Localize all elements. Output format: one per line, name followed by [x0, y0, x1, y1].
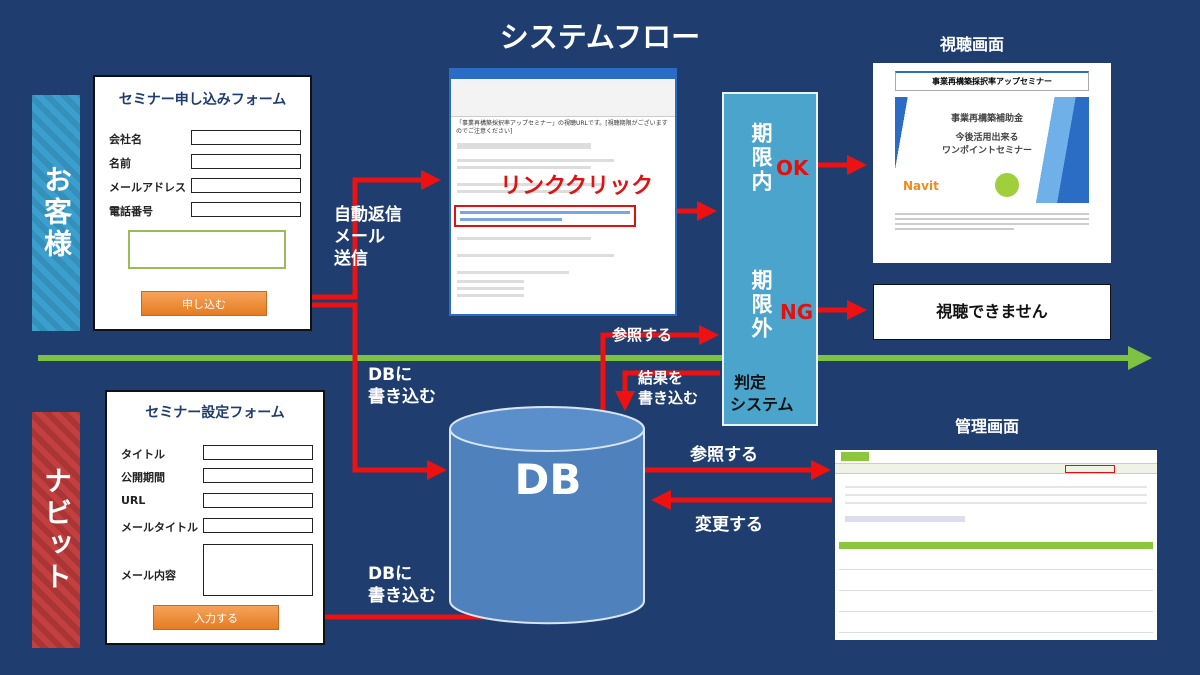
email-link[interactable] [454, 205, 636, 227]
field-label: 電話番号 [109, 205, 153, 218]
judge-system-label: 判定システム [730, 373, 794, 414]
refer-label-2: 参照する [690, 445, 758, 465]
submit-button[interactable]: 入力する [153, 605, 279, 630]
link-click-label: リンククリック [500, 174, 654, 199]
field-label: メールアドレス [109, 181, 186, 194]
field-label: メールタイトル [121, 521, 198, 534]
in-period-label: 期限内 [749, 122, 773, 194]
admin-screenshot [835, 450, 1157, 640]
access-denied-box: 視聴できません [873, 284, 1111, 340]
title-input[interactable] [203, 445, 313, 460]
email-subject: 「事業再構築採択率アップセミナー」の視聴URLです。[視聴期限がございますのでご… [456, 120, 668, 135]
navit-lane-label: ナビット [32, 412, 80, 648]
email-input[interactable] [191, 178, 301, 193]
field-label: 会社名 [109, 133, 142, 146]
db-label: DB [514, 455, 582, 504]
judge-system: 期限内 期限外 OK NG 判定システム [722, 92, 818, 426]
customer-lane-label: お客様 [32, 95, 80, 331]
form-title: セミナー設定フォーム [145, 405, 285, 421]
email-screenshot: 「事業再構築採択率アップセミナー」の視聴URLです。[視聴期限がございますのでご… [449, 68, 677, 316]
change-label: 変更する [695, 515, 763, 535]
form-title: セミナー申し込みフォーム [118, 92, 287, 108]
viewer-screenshot: 事業再構築採択率アップセミナー 事業再構築補助金今後活用出来るワンポイントセミナ… [873, 63, 1111, 263]
apply-button[interactable]: 申し込む [141, 291, 267, 316]
database-cylinder [449, 406, 645, 625]
navit-logo: Navit [903, 179, 939, 193]
phone-input[interactable] [191, 202, 301, 217]
viewer-heading: 視聴画面 [940, 35, 1005, 54]
mail-body-textarea[interactable] [203, 544, 313, 596]
mail-title-input[interactable] [203, 518, 313, 533]
db-write-label-1: DBに書き込む [368, 365, 436, 407]
seminar-slide: 事業再構築補助金今後活用出来るワンポイントセミナー Navit [895, 97, 1089, 203]
notes-textarea[interactable] [128, 230, 286, 269]
ok-label: OK [776, 156, 809, 180]
auto-reply-label: 自動返信メール送信 [334, 205, 402, 269]
field-label: メール内容 [121, 569, 176, 582]
arrow-write-result [615, 370, 720, 411]
field-label: タイトル [121, 448, 165, 461]
company-input[interactable] [191, 130, 301, 145]
arrow-refer-judge [600, 325, 719, 412]
seminar-settings-form: セミナー設定フォーム タイトル 公開期間 URL メールタイトル メール内容 入… [105, 390, 325, 645]
name-input[interactable] [191, 154, 301, 169]
db-write-label-2: DBに書き込む [368, 564, 436, 606]
period-input[interactable] [203, 468, 313, 483]
field-label: 名前 [109, 157, 131, 170]
url-input[interactable] [203, 493, 313, 508]
ng-label: NG [780, 300, 814, 324]
refer-label-1: 参照する [612, 326, 673, 344]
field-label: 公開期間 [121, 471, 165, 484]
viewer-banner: 事業再構築採択率アップセミナー [895, 71, 1089, 91]
field-label: URL [121, 494, 146, 507]
mascot-icon [995, 173, 1019, 197]
write-result-label: 結果を書き込む [638, 369, 699, 407]
page-title: システムフロー [499, 20, 701, 54]
out-period-label: 期限外 [749, 269, 773, 341]
admin-heading: 管理画面 [955, 417, 1020, 436]
seminar-application-form: セミナー申し込みフォーム 会社名 名前 メールアドレス 電話番号 申し込む [93, 75, 312, 331]
